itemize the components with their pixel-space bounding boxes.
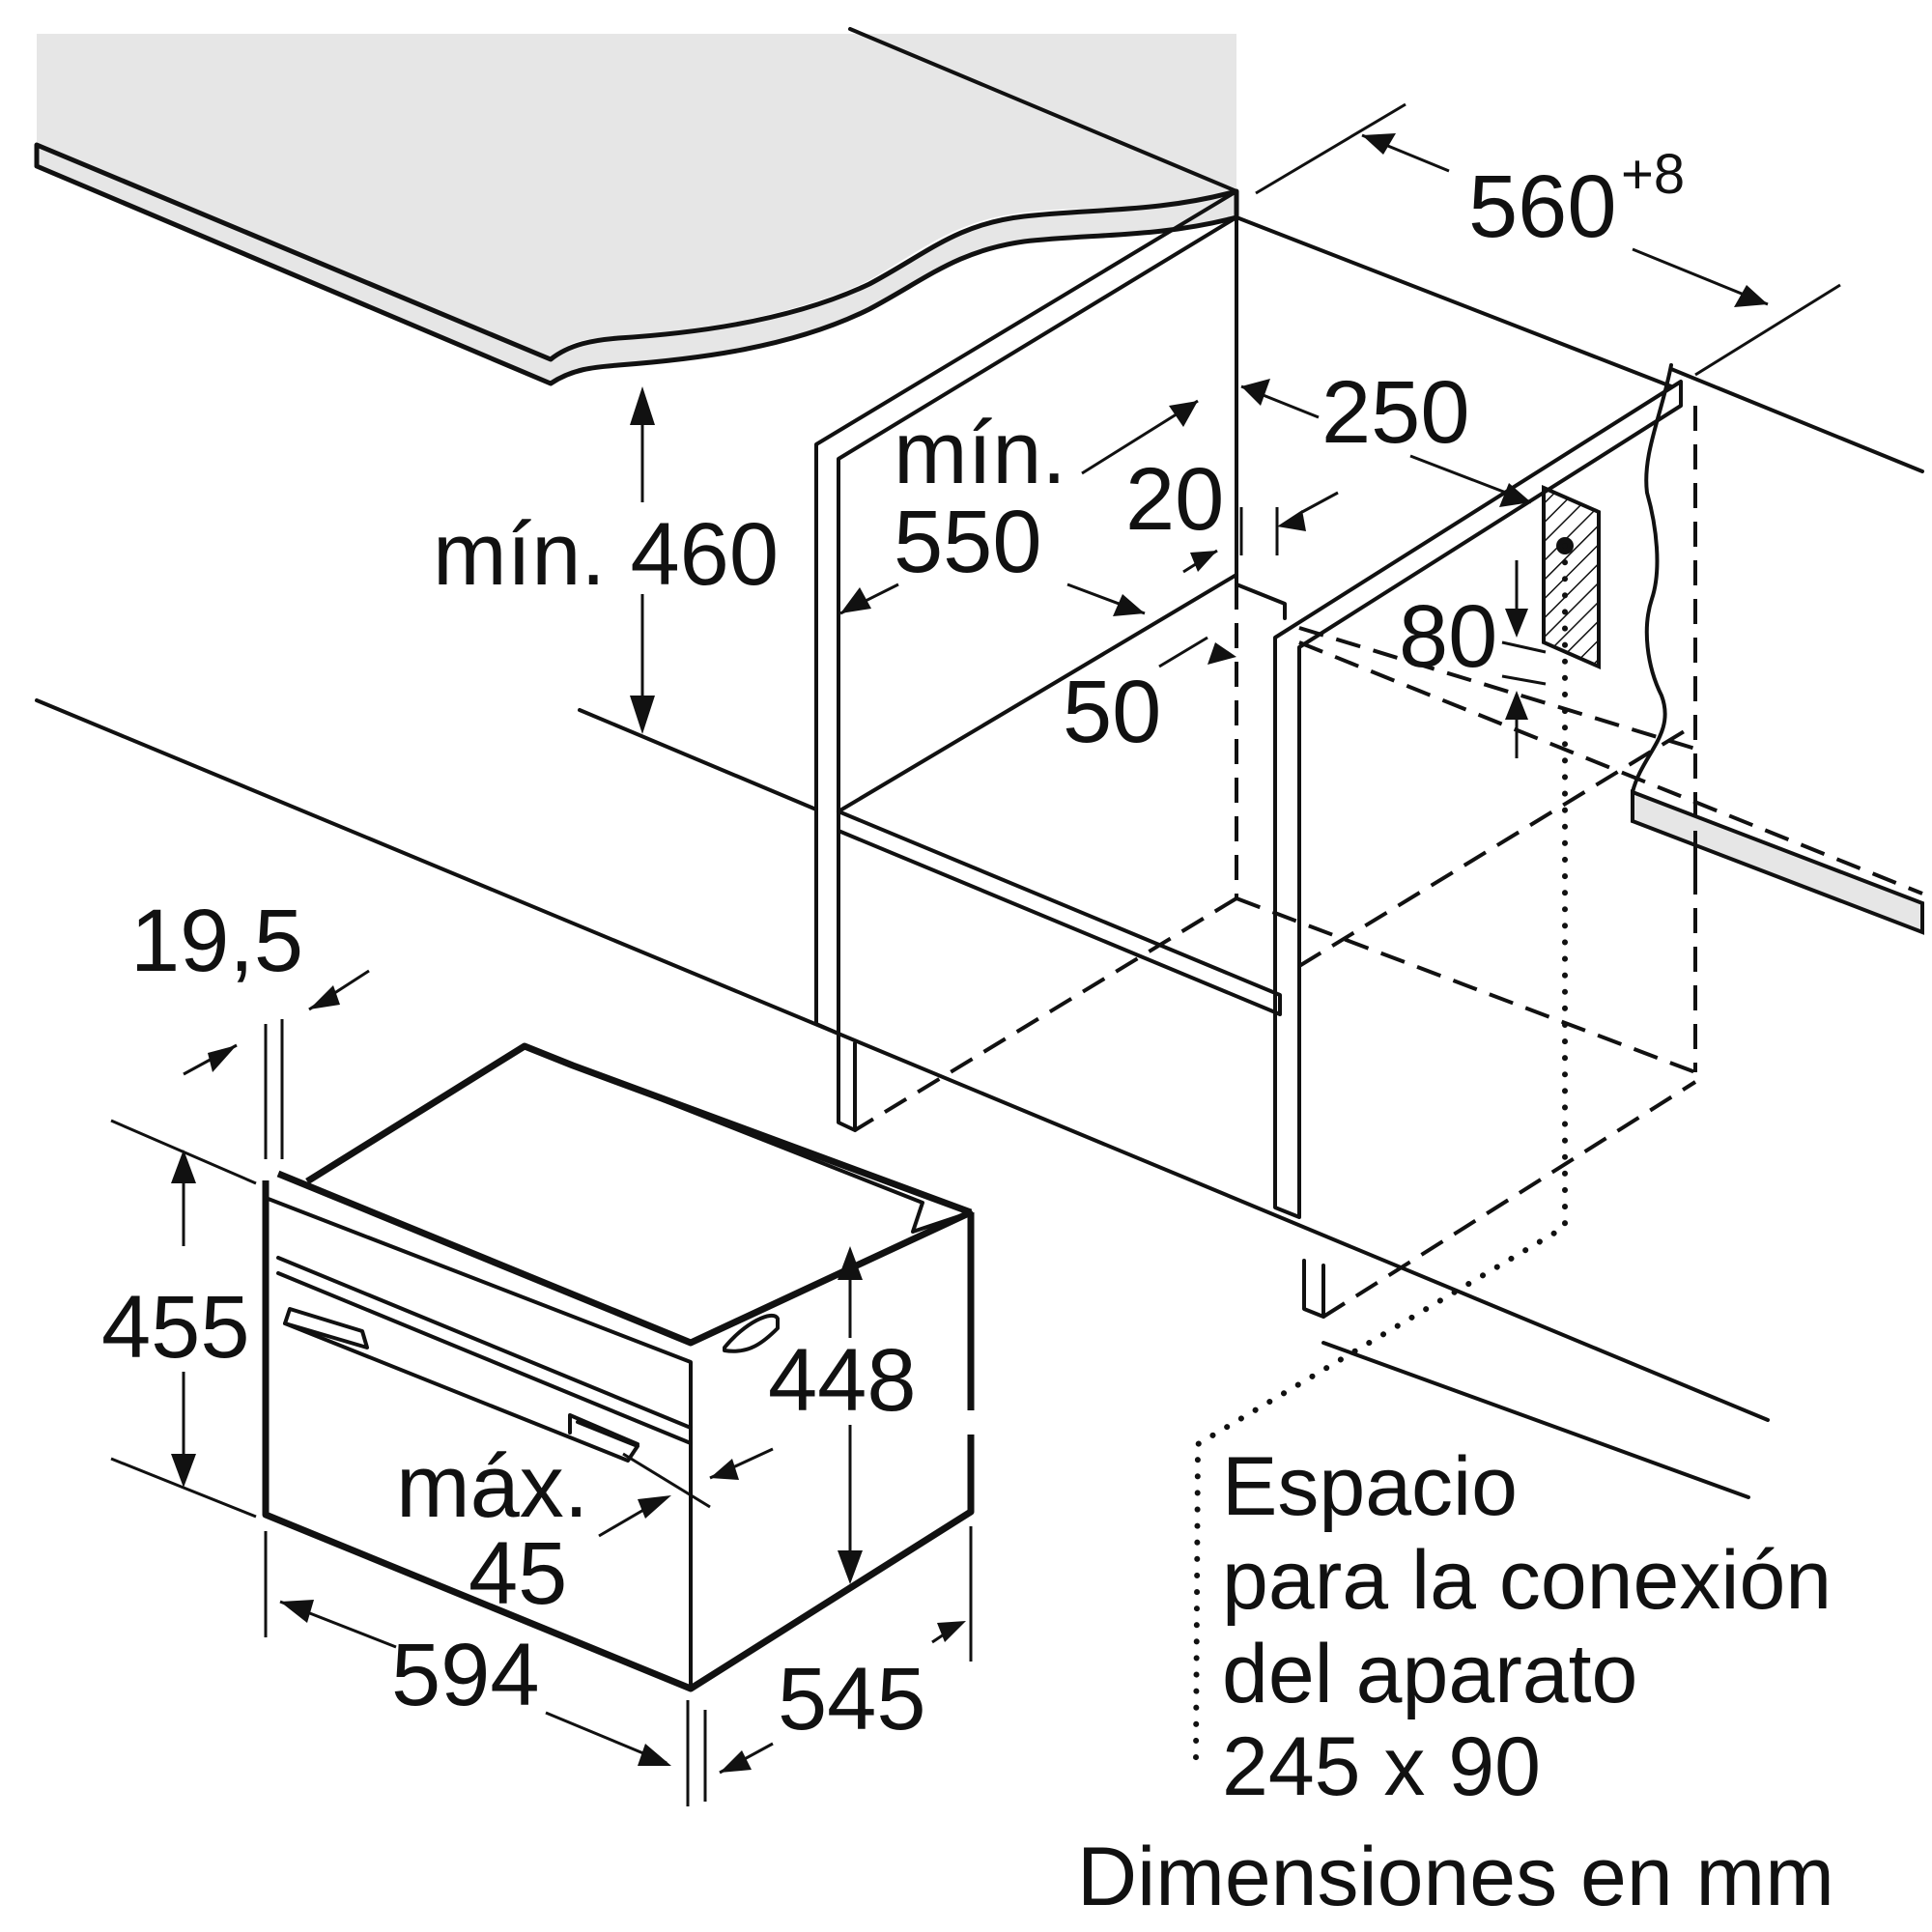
note-line-2: para la conexión [1222, 1534, 1832, 1627]
countertop [34, 27, 1239, 386]
connection-cable [1193, 543, 1568, 1761]
dim-250: 250 [1321, 363, 1470, 462]
dim-min-label: mín. [894, 404, 1066, 502]
dim-50: 50 [1063, 663, 1161, 761]
cabinet-niche [35, 189, 1923, 1499]
dim-min-460: mín. 460 [433, 505, 779, 604]
dim-550: 550 [894, 493, 1042, 591]
connection-box [1542, 484, 1601, 670]
dim-455: 455 [101, 1278, 250, 1377]
right-counter [1631, 363, 1924, 1072]
dim-594: 594 [391, 1626, 540, 1724]
units-note: Dimensiones en mm [1077, 1831, 1834, 1923]
oven [262, 1042, 975, 1692]
note-line-4: 245 x 90 [1222, 1720, 1541, 1813]
dim-448: 448 [768, 1331, 917, 1430]
note-line-3: del aparato [1222, 1628, 1637, 1720]
dim-80: 80 [1399, 587, 1497, 686]
dim-max-label: máx. [396, 1437, 588, 1536]
dim-545: 545 [778, 1650, 926, 1748]
dim-19-5: 19,5 [130, 892, 303, 990]
arrowheads [171, 133, 1768, 1773]
dim-560-tolerance: +8 [1621, 143, 1685, 206]
dim-560: 560 [1468, 157, 1617, 256]
connection-note: Espacio para la conexión del aparato 245… [1222, 1440, 1832, 1813]
dim-20: 20 [1125, 450, 1224, 549]
note-line-1: Espacio [1222, 1440, 1518, 1533]
dimension-labels: 560 +8 250 20 50 80 mín. 550 mín. 460 19… [101, 143, 1685, 1748]
dim-45: 45 [469, 1524, 567, 1623]
